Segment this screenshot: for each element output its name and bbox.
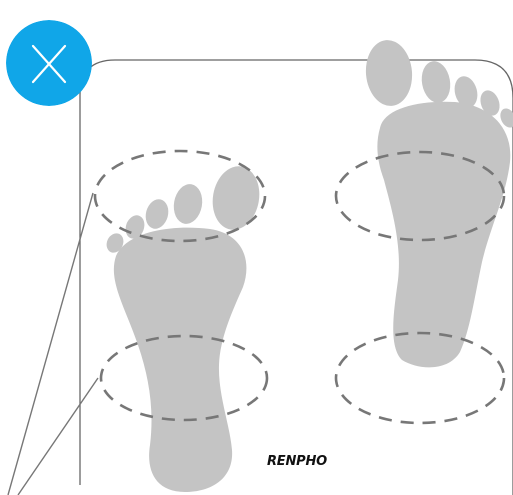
left-foot-toe-2 (171, 182, 206, 226)
right-foot-big-toe (363, 38, 415, 108)
left-foot-big-toe (208, 162, 264, 233)
close-button[interactable] (6, 20, 92, 106)
brand-logo: RENPHO (267, 454, 327, 469)
right-foot-toe-2 (419, 59, 454, 105)
right-footprint (363, 38, 513, 367)
leader-lines (8, 193, 98, 495)
left-footprint (104, 162, 265, 492)
right-foot-sole (377, 102, 510, 368)
left-foot-sole (114, 228, 247, 492)
left-foot-toe-3 (142, 197, 171, 232)
leader-line-heel-zone (18, 378, 98, 495)
